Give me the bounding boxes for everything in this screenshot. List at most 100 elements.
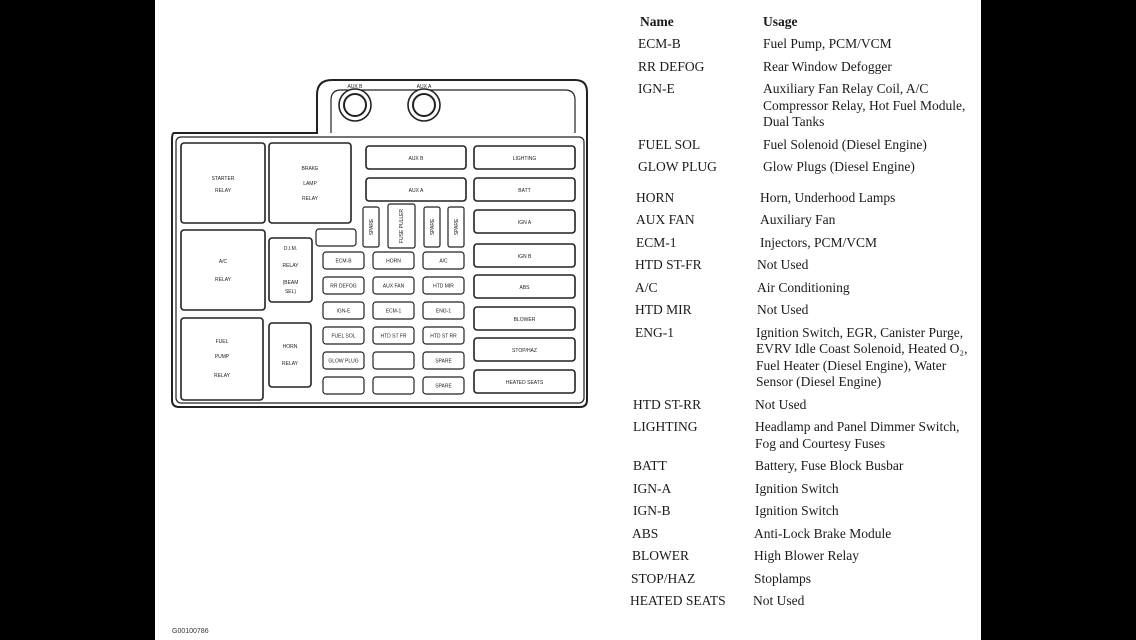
fuse-usage: Fuel Pump, PCM/VCM: [763, 36, 892, 51]
fuse-usage: Auxiliary Fan: [760, 212, 836, 227]
fuse-usage: Horn, Underhood Lamps: [760, 189, 896, 205]
fuse-name: ECM-1: [636, 234, 677, 250]
fuse-name: BATT: [633, 458, 667, 473]
small-fuse-rr-defog: RR DEFOG: [322, 276, 365, 295]
relay-label: RELAY: [214, 373, 231, 379]
fuse-name: LIGHTING: [633, 419, 698, 434]
fuse-block-diagram: AUX B AUX A STARTER RELAY BRAKE LAMP REL…: [171, 79, 588, 408]
small-fuse-empty: [372, 376, 415, 395]
fuse-usage: Not Used: [757, 302, 809, 317]
fuse-label: AUX A: [409, 188, 424, 194]
fuse-name: HTD ST-RR: [633, 396, 702, 412]
fuse-usage: Not Used: [753, 593, 805, 608]
relay-brake-lamp: BRAKE LAMP RELAY: [268, 142, 352, 224]
fuse-label: AUX B: [408, 156, 424, 162]
fuse-label: IGN-E: [337, 309, 352, 315]
vertical-fuse-spare-3: SPARE: [447, 206, 465, 248]
fuse-label: A/C: [439, 259, 448, 265]
fuse-usage: Not Used: [757, 257, 809, 272]
right-fuse-blower: BLOWER: [473, 306, 576, 331]
relay-label: FUEL: [216, 339, 229, 345]
fuse-name: GLOW PLUG: [638, 159, 717, 174]
small-fuse-fuel-sol: FUEL SOL: [322, 326, 365, 345]
fuse-usage: Ignition Switch: [755, 503, 839, 518]
right-fuse-lighting: LIGHTING: [473, 145, 576, 170]
relay-label: RELAY: [282, 361, 299, 367]
fuse-label: ECM-1: [386, 309, 402, 315]
fuse-label: HTD MIR: [433, 284, 454, 290]
relay-label: PUMP: [215, 354, 230, 360]
fuse-name: STOP/HAZ: [631, 570, 696, 586]
figure-code: G00100786: [172, 628, 209, 635]
fuse-usage: Air Conditioning: [757, 279, 850, 295]
connector-aux-b: AUX B: [338, 84, 372, 122]
document-page: AUX B AUX A STARTER RELAY BRAKE LAMP REL…: [155, 0, 981, 640]
relay-label: D.I.M.: [284, 246, 297, 252]
relay-label: RELAY: [215, 277, 232, 283]
right-fuse-batt: BATT: [473, 177, 576, 202]
connector-label: AUX A: [417, 84, 432, 90]
small-fuse-empty: [372, 351, 415, 370]
fuse-label: RR DEFOG: [330, 284, 357, 290]
fuse-label: SPARE: [369, 218, 375, 235]
fuse-label: ECM-B: [335, 259, 352, 265]
relay-label: LAMP: [303, 181, 317, 187]
connector-label: AUX B: [347, 84, 363, 90]
fuse-label: HORN: [386, 259, 401, 265]
small-fuse-ecm-1: ECM-1: [372, 301, 415, 320]
small-fuse-ign-e: IGN-E: [322, 301, 365, 320]
maxi-fuse-aux-b: AUX B: [365, 145, 467, 170]
relay-starter: STARTER RELAY: [180, 142, 266, 224]
fuse-usage: Stoplamps: [754, 570, 812, 586]
relay-horn: HORN RELAY: [268, 322, 312, 388]
table-row: BATT Battery, Fuse Block Busbar: [630, 458, 975, 475]
fuse-label: HEATED SEATS: [506, 380, 544, 386]
fuse-label: BLOWER: [514, 317, 536, 323]
blank-slot: [315, 228, 357, 247]
fuse-usage: Battery, Fuse Block Busbar: [755, 458, 904, 473]
table-row: STOP/HAZ Stoplamps: [630, 571, 975, 588]
right-fuse-ign-b: IGN B: [473, 243, 576, 268]
small-fuse-spare: SPARE: [422, 376, 465, 395]
fuse-label: AUX FAN: [383, 284, 405, 290]
fuse-label: HTD ST FR: [380, 334, 406, 340]
table-row: BLOWER High Blower Relay: [630, 548, 975, 565]
fuse-name: IGN-A: [633, 480, 672, 496]
fuse-name: HTD ST-FR: [635, 257, 702, 272]
small-fuse-spare: SPARE: [422, 351, 465, 370]
tab-inner-line: [330, 89, 576, 133]
column-header-name: Name: [640, 14, 674, 29]
right-fuse-heated-seats: HEATED SEATS: [473, 369, 576, 394]
relay-label: (BEAM: [283, 280, 299, 286]
small-fuse-empty: [322, 376, 365, 395]
table-row: HTD ST-FR Not Used: [630, 257, 975, 274]
fuse-label: STOP/HAZ: [512, 348, 537, 354]
small-fuse-ac: A/C: [422, 251, 465, 270]
fuse-name: BLOWER: [632, 548, 689, 563]
small-fuse-grid: ECM-B HORN A/C RR DEFOG AUX FAN HTD MIR …: [322, 251, 465, 395]
fuse-usage: Not Used: [755, 396, 807, 412]
relay-label: BRAKE: [302, 166, 320, 172]
vertical-fuse-spare-1: SPARE: [362, 206, 380, 248]
fuse-label: IGN A: [518, 220, 532, 226]
column-header-usage: Usage: [763, 14, 798, 29]
right-fuse-stop-haz: STOP/HAZ: [473, 337, 576, 362]
fuse-usage: Headlamp and Panel Dimmer Switch, Fog an…: [755, 419, 960, 451]
right-fuse-abs: ABS: [473, 274, 576, 299]
fuse-label: ENG-1: [436, 309, 452, 315]
table-row: HEATED SEATS Not Used: [630, 593, 975, 610]
small-fuse-glow-plug: GLOW PLUG: [322, 351, 365, 370]
fuse-name: HORN: [636, 189, 675, 205]
fuse-usage: High Blower Relay: [754, 548, 859, 563]
fuse-usage: Auxiliary Fan Relay Coil, A/C Compressor…: [763, 81, 966, 129]
small-fuse-horn: HORN: [372, 251, 415, 270]
fuse-name: HEATED SEATS: [630, 593, 726, 608]
